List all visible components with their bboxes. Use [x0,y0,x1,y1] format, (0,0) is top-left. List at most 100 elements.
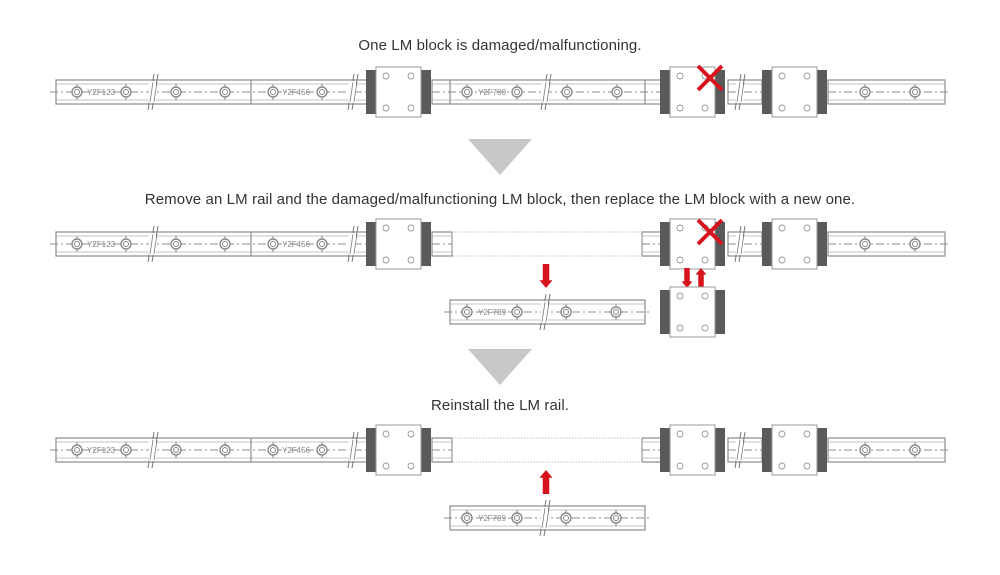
break-mark-icon [539,499,551,537]
mounting-hole-icon [219,236,231,252]
mounting-hole-icon [461,510,473,526]
end-seal [660,70,670,114]
mounting-hole-inner [912,241,918,247]
mounting-hole-outer [511,306,523,318]
mounting-hole-icon [267,442,279,458]
mounting-hole-inner [514,309,520,315]
block-bolt-hole [778,72,786,80]
end-seal [817,70,827,114]
mounting-hole-icon [219,442,231,458]
mounting-hole-inner [613,515,619,521]
mounting-hole-inner [912,89,918,95]
removed-rail-outline [451,437,643,463]
break-line [541,507,546,529]
mounting-hole-outer [909,238,921,250]
break-line [542,81,547,103]
block-bolt-hole [676,292,684,300]
lm-block [366,424,431,476]
mounting-hole-icon [859,442,871,458]
mounting-hole-inner [270,447,276,453]
break-gap [349,439,356,461]
mounting-hole-outer [316,238,328,250]
break-mark-icon [734,431,746,469]
break-gap [149,81,156,103]
mounting-hole-icon [461,304,473,320]
mounting-hole-icon [71,236,83,252]
break-line [736,233,741,255]
end-seal [421,70,431,114]
break-gap [349,81,356,103]
rail-serial-label: Y2F123 [87,446,116,455]
end-seal [817,428,827,472]
break-line [349,81,354,103]
break-line [153,439,158,461]
lm-block [762,424,827,476]
block-bolt-hole [701,430,709,438]
break-mark-icon [147,73,159,111]
lm-block [762,66,827,118]
removed-rail-outline [451,231,643,257]
mounting-hole-outer [461,86,473,98]
mounting-hole-inner [862,89,868,95]
mounting-hole-icon [170,84,182,100]
block-bolt-hole [803,104,811,112]
rail-serial-label: Y2F789 [478,88,507,97]
arrow-down-icon [681,268,693,288]
mounting-hole-icon [511,84,523,100]
mounting-hole-inner [464,89,470,95]
block-bolt-hole [676,462,684,470]
end-seal [715,290,725,334]
end-seal [817,222,827,266]
mounting-hole-inner [514,515,520,521]
block-bolt-hole [676,224,684,232]
mounting-hole-icon [219,84,231,100]
break-line [736,81,741,103]
mounting-hole-icon [120,236,132,252]
arrow-up-icon [539,470,553,494]
break-gap [542,81,549,103]
break-mark-icon [540,73,552,111]
mounting-hole-outer [219,238,231,250]
mounting-hole-outer [71,238,83,250]
rail-serial-label: Y2F789 [478,514,507,523]
break-gap [736,439,743,461]
break-gap [541,507,548,529]
break-mark-icon [734,225,746,263]
mounting-hole-outer [267,444,279,456]
block-bolt-hole [382,462,390,470]
mounting-hole-icon [120,442,132,458]
block-bolt-hole [778,256,786,264]
mounting-hole-inner [319,89,325,95]
mounting-hole-outer [120,444,132,456]
mounting-hole-outer [859,86,871,98]
end-seal [366,428,376,472]
mounting-hole-icon [71,84,83,100]
break-gap [149,439,156,461]
lm-block [366,66,431,118]
step-arrow-1 [468,139,532,175]
mounting-hole-inner [912,447,918,453]
mounting-hole-icon [511,510,523,526]
block-body [375,218,422,270]
block-bolt-hole [407,462,415,470]
mounting-hole-outer [71,444,83,456]
block-bolt-hole [382,72,390,80]
mounting-hole-inner [123,447,129,453]
break-line [541,301,546,323]
mounting-hole-icon [909,236,921,252]
block-bolt-hole [382,224,390,232]
step-3-caption: Reinstall the LM rail. [430,397,570,414]
mounting-hole-inner [614,89,620,95]
break-line [353,233,358,255]
end-seal [366,70,376,114]
block-bolt-hole [803,462,811,470]
mounting-hole-inner [862,241,868,247]
break-line [353,81,358,103]
end-seal [762,222,772,266]
block-bolt-hole [676,72,684,80]
mounting-hole-inner [74,89,80,95]
mounting-hole-outer [120,238,132,250]
end-seal [660,290,670,334]
mounting-hole-outer [859,444,871,456]
